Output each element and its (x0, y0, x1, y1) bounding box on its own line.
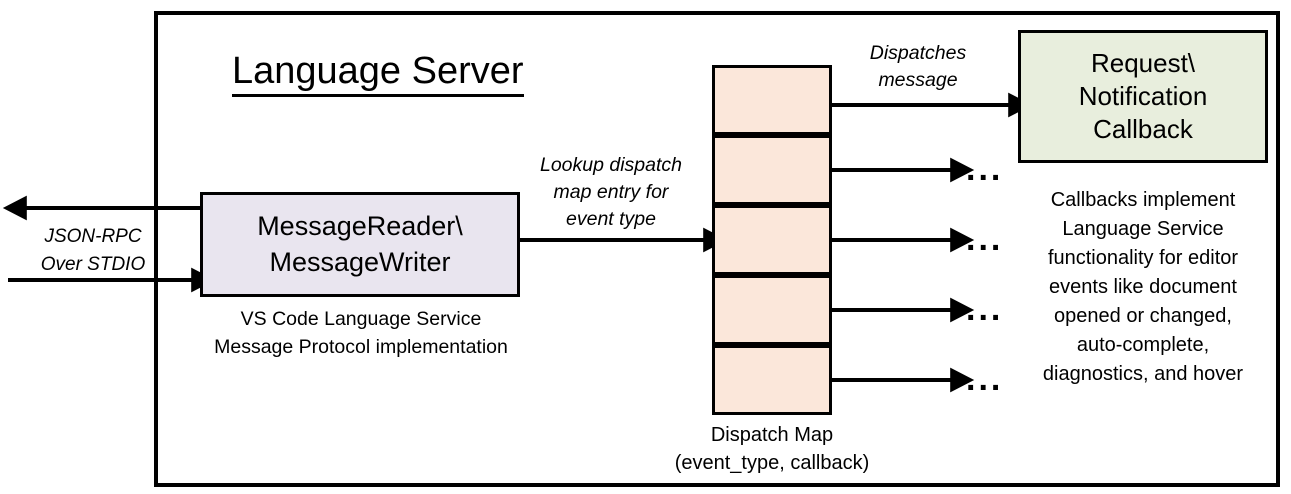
message-reader-caption-line2: Message Protocol implementation (214, 335, 508, 358)
dispatch-map-cell[interactable] (712, 205, 832, 275)
lookup-dispatch-label: Lookup dispatch map entry for event type (516, 152, 706, 233)
dispatch-map-caption-line2: (event_type, callback) (674, 452, 870, 475)
dispatches-message-label-line2: message (878, 68, 958, 91)
dispatch-map-caption-line1: Dispatch Map (710, 424, 834, 446)
message-reader-caption-line1: VS Code Language Service (240, 308, 482, 330)
language-server-frame (154, 11, 1280, 487)
callback-caption-line5: opened or changed, (1054, 305, 1232, 327)
dispatch-map-cell[interactable] (712, 135, 832, 205)
dispatch-map (712, 65, 832, 415)
callback-caption-line3: functionality for editor (1047, 247, 1239, 269)
callback-line1: Request\ (1090, 48, 1196, 79)
transport-label-line1: JSON-RPC (44, 226, 142, 247)
callback-caption: Callbacks implement Language Service fun… (1008, 186, 1278, 389)
callback-caption-line7: diagnostics, and hover (1042, 363, 1244, 385)
callback-line3: Callback (1093, 113, 1193, 144)
page-title-text: Language Server (232, 50, 524, 97)
dispatch-map-caption: Dispatch Map (event_type, callback) (650, 421, 894, 478)
lookup-dispatch-label-line3: event type (566, 207, 656, 230)
dispatch-map-cell[interactable] (712, 345, 832, 415)
row-4-ellipsis: ... (966, 290, 1004, 328)
message-writer-label: MessageWriter (269, 246, 451, 277)
callback-caption-line1: Callbacks implement (1050, 189, 1236, 211)
page-title: Language Server (232, 50, 592, 97)
callback-caption-line4: events like document (1049, 276, 1237, 298)
transport-label-line2: Over STDIO (40, 253, 146, 275)
lookup-dispatch-label-line1: Lookup dispatch (539, 154, 683, 176)
row-2-ellipsis: ... (966, 150, 1004, 188)
request-notification-callback-box[interactable]: Request\ Notification Callback (1018, 30, 1268, 163)
message-reader-writer-box[interactable]: MessageReader\ MessageWriter (200, 192, 520, 297)
dispatch-map-cell[interactable] (712, 275, 832, 345)
message-reader-label: MessageReader\ (257, 211, 463, 242)
lookup-dispatch-label-line2: map entry for (553, 180, 669, 203)
transport-label: JSON-RPC Over STDIO (18, 223, 168, 278)
dispatches-message-label-line1: Dispatches (869, 42, 967, 64)
row-5-ellipsis: ... (966, 360, 1004, 398)
callback-caption-line2: Language Service (1062, 218, 1224, 240)
dispatch-map-cell[interactable] (712, 65, 832, 135)
callback-line2: Notification (1078, 81, 1208, 112)
message-reader-caption: VS Code Language Service Message Protoco… (180, 306, 542, 361)
row-3-ellipsis: ... (966, 220, 1004, 258)
dispatches-message-label: Dispatches message (828, 40, 1008, 94)
callback-caption-line6: auto-complete, (1076, 334, 1210, 356)
